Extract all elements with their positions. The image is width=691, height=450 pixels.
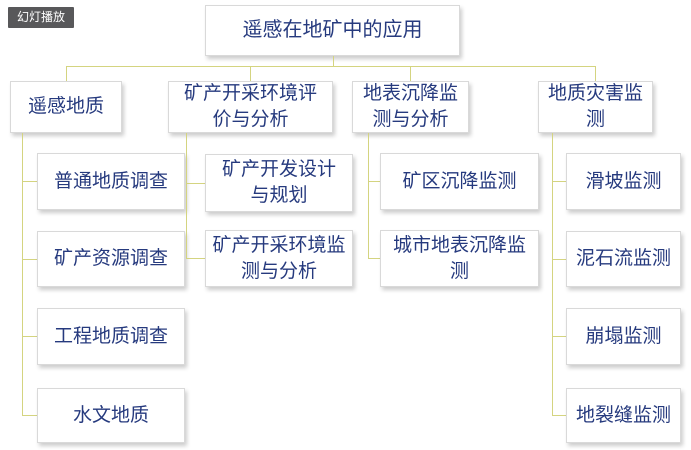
child-node: 矿产开采环境监 测与分析 [205,230,353,287]
child-node: 矿产资源调查 [37,231,185,287]
connector-col1-stub-1 [22,181,37,182]
connector-col2-stub-1 [186,183,205,184]
child-node: 崩塌监测 [566,308,681,365]
child-node: 矿区沉降监测 [380,153,539,210]
child-node: 地裂缝监测 [566,388,681,443]
root-node: 遥感在地矿中的应用 [205,5,460,56]
connector-col4-spine [552,133,553,415]
child-node: 滑坡监测 [566,153,681,210]
connector-col4-stub-1 [552,181,566,182]
branch-node: 地质灾害监 测 [538,81,653,133]
connector-col1-stub-2 [22,259,37,260]
connector-col1-spine [22,133,23,415]
child-node: 泥石流监测 [566,231,681,287]
child-node: 工程地质调查 [37,308,185,365]
connector-drop-branch-4 [595,66,596,81]
connector-col4-stub-4 [552,415,566,416]
connector-root-riser [333,56,334,66]
connector-col4-stub-2 [552,259,566,260]
connector-col3-stub-2 [368,258,380,259]
connector-col1-stub-4 [22,415,37,416]
connector-drop-branch-2 [250,66,251,81]
child-node: 矿产开发设计 与规划 [205,154,353,212]
connector-col3-stub-1 [368,181,380,182]
connector-drop-branch-3 [410,66,411,81]
child-node: 水文地质 [37,388,185,443]
child-node: 城市地表沉降监 测 [380,230,539,287]
connector-col1-stub-3 [22,336,37,337]
connector-level2-bus [66,66,596,67]
connector-col3-spine [368,133,369,258]
child-node: 普通地质调查 [37,153,185,210]
slideshow-play-badge[interactable]: 幻灯播放 [8,7,75,28]
branch-node: 遥感地质 [10,81,122,133]
connector-col4-stub-3 [552,336,566,337]
branch-node: 矿产开采环境评 价与分析 [168,81,333,133]
connector-col2-spine [186,133,187,258]
connector-drop-branch-1 [66,66,67,81]
connector-col2-stub-2 [186,258,205,259]
branch-node: 地表沉降监 测与分析 [352,81,469,133]
